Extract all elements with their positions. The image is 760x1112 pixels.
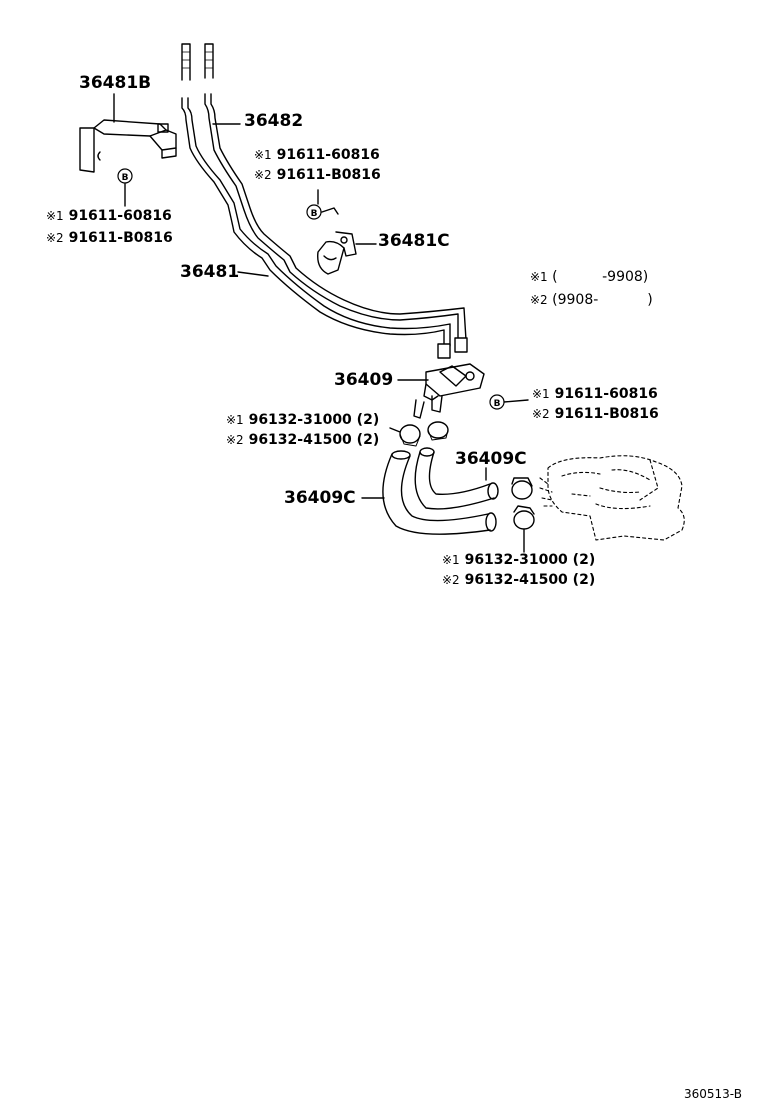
legend-range: (9908- ) bbox=[552, 292, 653, 308]
bolt-symbol-left-text: B bbox=[122, 173, 129, 183]
ref-mark: ※2 bbox=[254, 168, 272, 182]
ref-left-2: ※2 91611-B0816 bbox=[46, 231, 173, 245]
label-36409: 36409 bbox=[334, 370, 394, 390]
ref-number: 91611-60816 bbox=[68, 208, 172, 224]
bracket-36481B bbox=[79, 119, 177, 173]
ref-mark: ※2 bbox=[532, 407, 550, 421]
ref-top-right-2: ※2 91611-B0816 bbox=[254, 168, 381, 182]
bolt-symbol-mid: B bbox=[489, 394, 505, 410]
ref-number: 91611-60816 bbox=[554, 386, 658, 402]
flare-nut-left bbox=[437, 343, 451, 359]
bolt-symbol-mid-text: B bbox=[494, 399, 501, 409]
ref-number: 96132-41500 (2) bbox=[248, 432, 380, 448]
ref-clamp-lower-2: ※2 96132-41500 (2) bbox=[442, 573, 595, 587]
legend-mark: ※2 bbox=[530, 293, 548, 307]
bolt-symbol-top: B bbox=[306, 204, 322, 220]
label-36409C-left: 36409C bbox=[284, 488, 356, 508]
ref-number: 96132-31000 (2) bbox=[248, 412, 380, 428]
ref-mark: ※1 bbox=[442, 553, 460, 567]
ref-number: 96132-31000 (2) bbox=[464, 552, 596, 568]
legend-mark: ※1 bbox=[530, 270, 548, 284]
ref-mark: ※1 bbox=[46, 209, 64, 223]
junction-36409 bbox=[413, 363, 485, 419]
tube-36481 bbox=[181, 97, 451, 347]
hose-clamp-upper-right bbox=[427, 421, 449, 439]
figure-code: 360513-B bbox=[684, 1087, 742, 1101]
engine-outline bbox=[539, 455, 685, 541]
legend-range: ( -9908) bbox=[552, 269, 649, 285]
ref-mark: ※2 bbox=[46, 231, 64, 245]
pipe-end-right bbox=[204, 43, 214, 79]
label-36482: 36482 bbox=[244, 111, 304, 131]
ref-number: 91611-B0816 bbox=[276, 167, 381, 183]
ref-top-right-1: ※1 91611-60816 bbox=[254, 148, 380, 162]
bolt-symbol-top-text: B bbox=[311, 209, 318, 219]
ref-mark: ※1 bbox=[254, 148, 272, 162]
bolt-leader-36481C bbox=[321, 207, 339, 215]
ref-mark: ※2 bbox=[226, 433, 244, 447]
hose-clamp-right-lower bbox=[513, 505, 535, 530]
ref-number: 91611-60816 bbox=[276, 147, 380, 163]
ref-mark: ※1 bbox=[226, 413, 244, 427]
ref-clamp-lower-1: ※1 96132-31000 (2) bbox=[442, 553, 595, 567]
bolt-symbol-left: B bbox=[117, 168, 133, 184]
label-36481C: 36481C bbox=[378, 231, 450, 251]
ref-mark: ※2 bbox=[442, 573, 460, 587]
ref-number: 91611-B0816 bbox=[554, 406, 659, 422]
tube-36482 bbox=[204, 93, 467, 341]
leader-bolt-mid bbox=[503, 399, 529, 403]
legend-item-1: ※1 ( -9908) bbox=[530, 270, 648, 284]
ref-mid-right-1: ※1 91611-60816 bbox=[532, 387, 658, 401]
ref-left-1: ※1 91611-60816 bbox=[46, 209, 172, 223]
label-36409C-right: 36409C bbox=[455, 449, 527, 469]
flare-nut-right bbox=[454, 337, 468, 353]
label-36481: 36481 bbox=[180, 262, 240, 282]
hose-clamp-right-upper bbox=[511, 477, 533, 500]
leader-clamp-upper bbox=[389, 427, 401, 433]
ref-clamp-upper-1: ※1 96132-31000 (2) bbox=[226, 413, 379, 427]
hose-36409C-right bbox=[414, 447, 499, 510]
ref-number: 91611-B0816 bbox=[68, 230, 173, 246]
hose-36409C-left bbox=[382, 450, 497, 535]
ref-clamp-upper-2: ※2 96132-41500 (2) bbox=[226, 433, 379, 447]
pipe-end-left bbox=[181, 43, 191, 81]
ref-mark: ※1 bbox=[532, 387, 550, 401]
label-36481B: 36481B bbox=[79, 73, 152, 93]
ref-number: 96132-41500 (2) bbox=[464, 572, 596, 588]
leader-36481 bbox=[237, 271, 269, 277]
clamp-36481C bbox=[317, 231, 357, 275]
ref-mid-right-2: ※2 91611-B0816 bbox=[532, 407, 659, 421]
legend-item-2: ※2 (9908- ) bbox=[530, 293, 653, 307]
